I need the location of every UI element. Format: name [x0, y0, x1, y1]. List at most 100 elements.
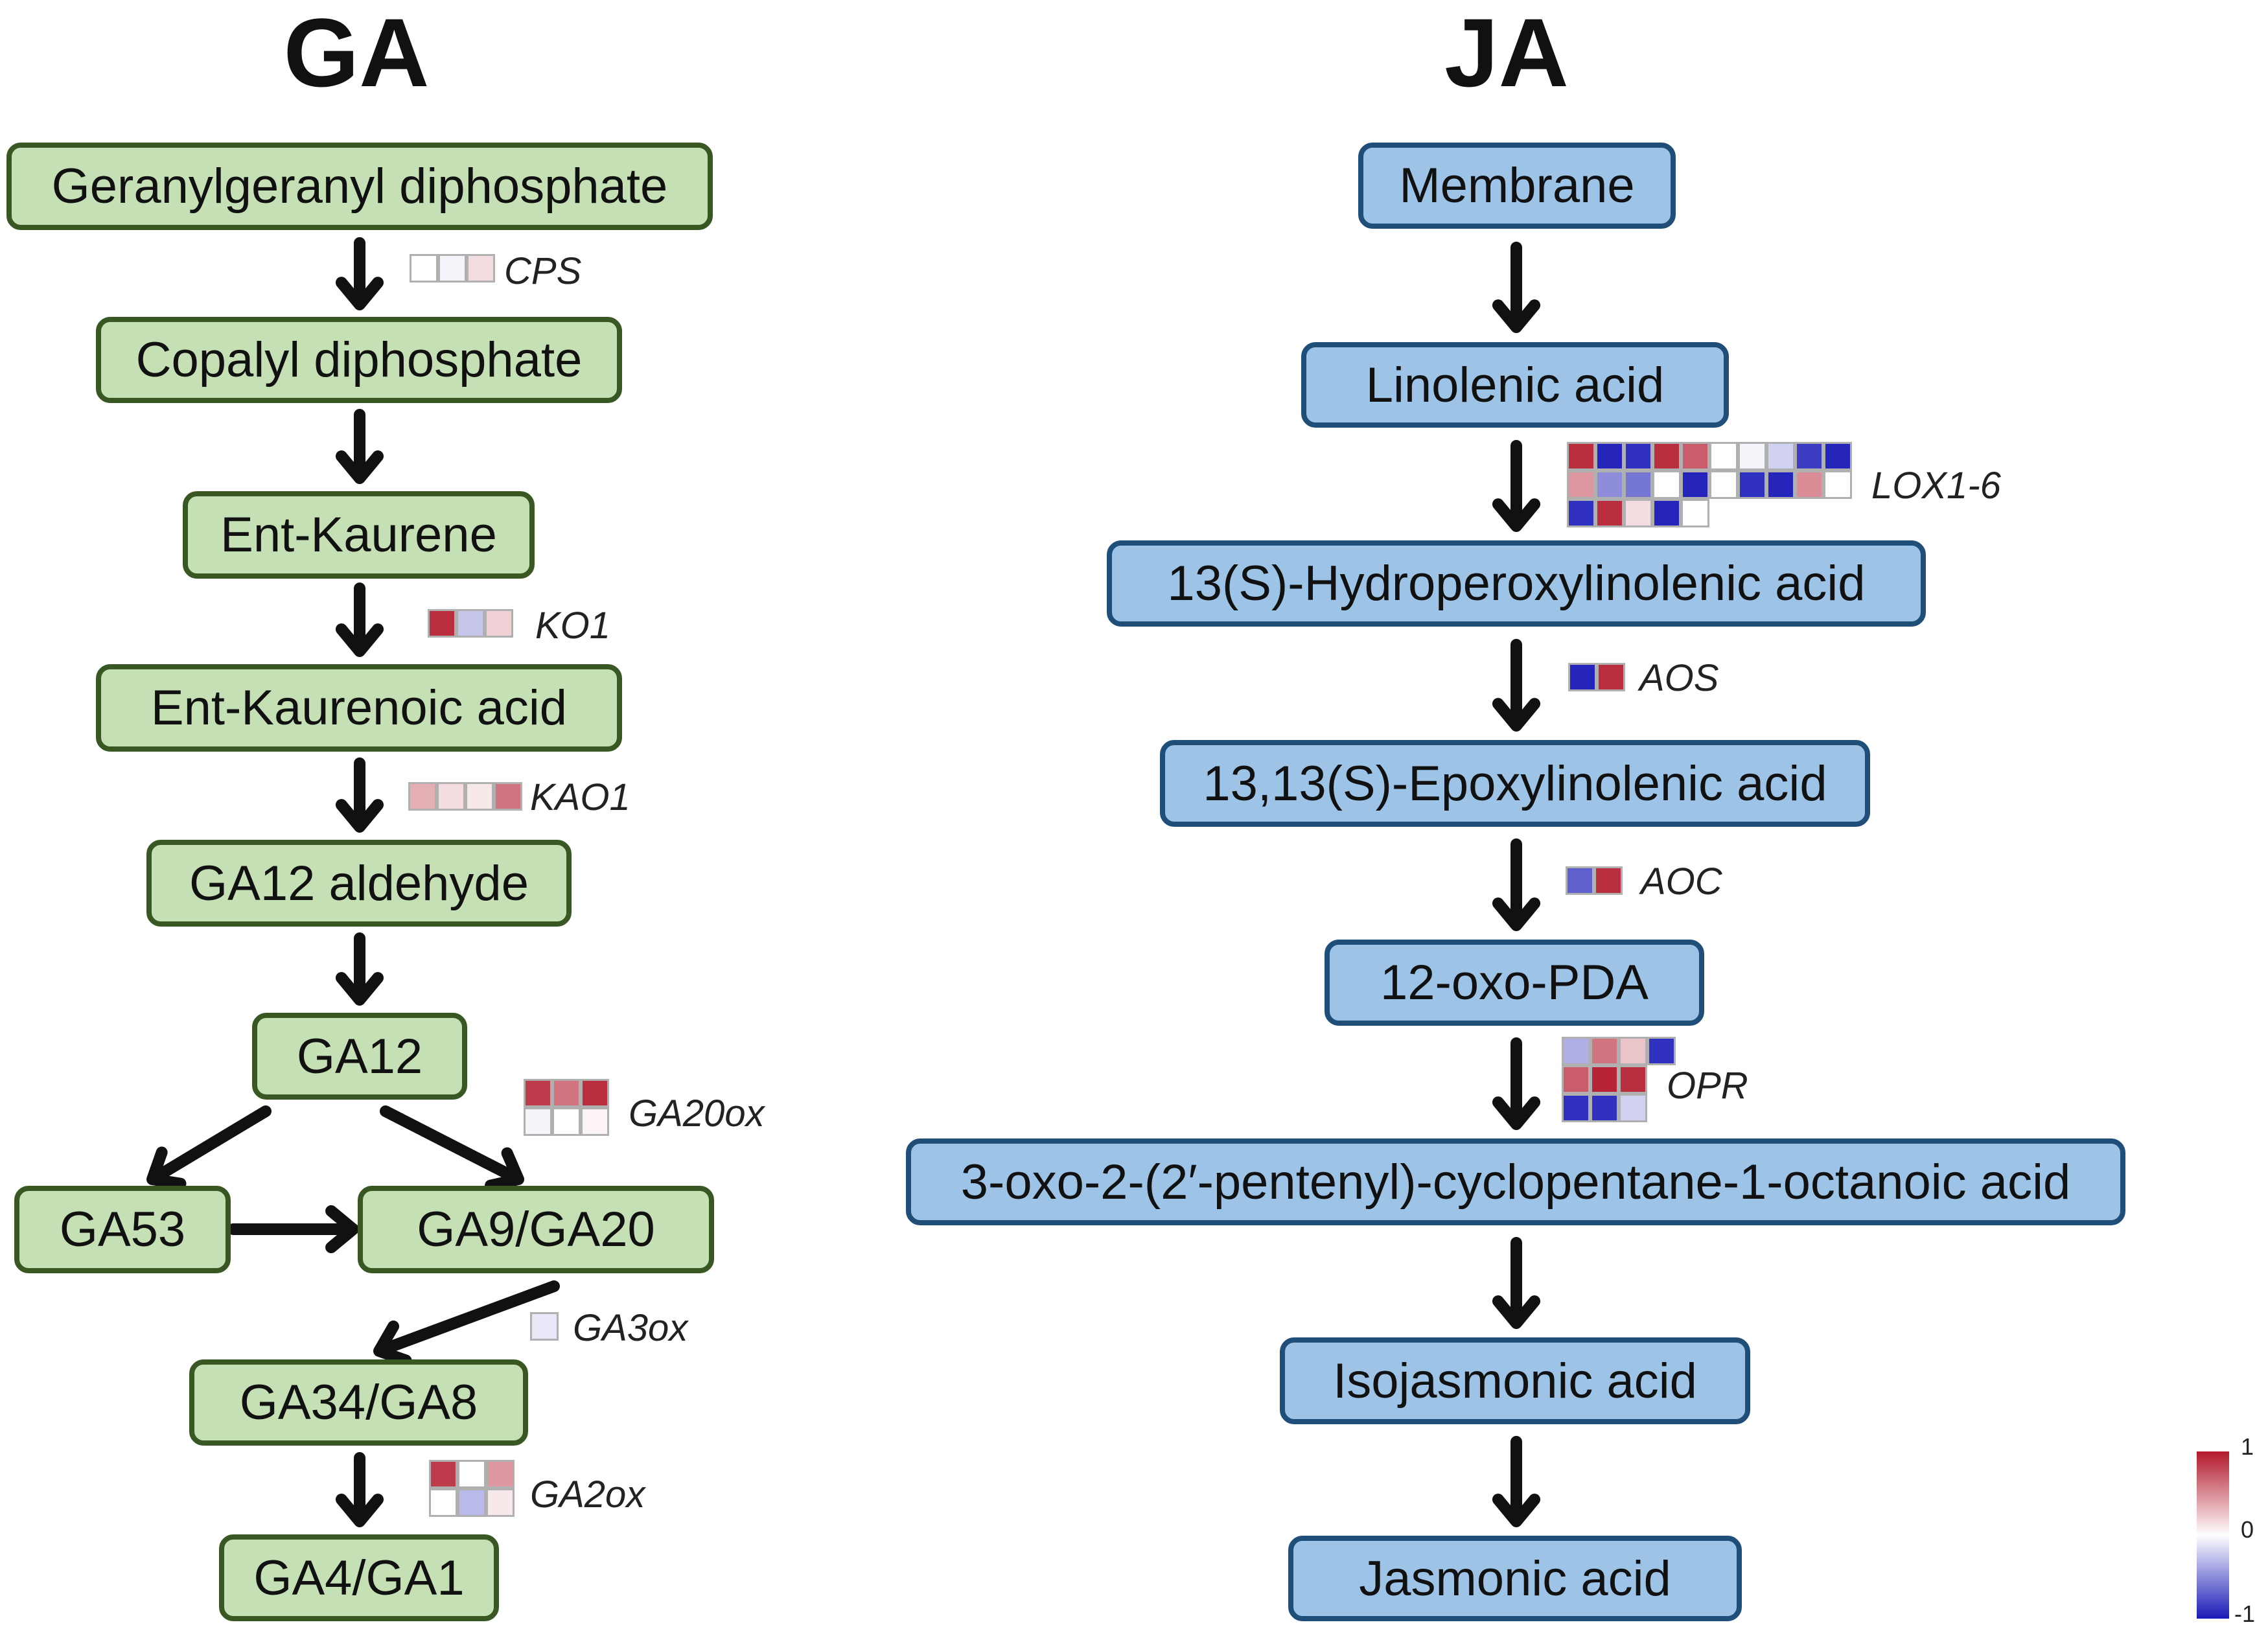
- color-scale-mid-label: 0: [2241, 1516, 2254, 1543]
- ko1-heatmap-cell: [485, 609, 513, 638]
- gene-label-ga3ox: GA3ox: [573, 1307, 688, 1349]
- ja-arrow-5: [1492, 1037, 1541, 1130]
- ga-arrow-5: [335, 932, 384, 1006]
- opr-heatmap-cell: [1590, 1037, 1619, 1065]
- lox-heatmap-cell: [1738, 442, 1766, 470]
- ga-node-ga34-ga8: GA34/GA8: [189, 1359, 528, 1446]
- gene-label-opr: OPR: [1667, 1065, 1748, 1107]
- ja-node-membrane: Membrane: [1358, 143, 1676, 229]
- ja-arrow-4: [1492, 838, 1541, 931]
- ja-arrow-6: [1492, 1237, 1541, 1329]
- ja-arrow-3: [1492, 639, 1541, 732]
- ga-node-ga12: GA12: [252, 1013, 467, 1100]
- opr-heatmap-cell: [1619, 1037, 1647, 1065]
- lox-heatmap-cell: [1595, 470, 1624, 499]
- ga-arrow-8: [227, 1205, 359, 1254]
- lox-heatmap-cell: [1766, 470, 1795, 499]
- gene-label-aoc: AOC: [1641, 861, 1722, 903]
- ga20ox-heatmap-cell: [524, 1079, 552, 1107]
- gene-label-ga2ox: GA2ox: [530, 1473, 645, 1516]
- gene-label-ko1: KO1: [535, 605, 611, 647]
- ga-arrow-9: [373, 1280, 560, 1367]
- ga2ox-heatmap-cell: [457, 1460, 486, 1488]
- ga-arrow-6: [146, 1105, 272, 1190]
- ga2ox-heatmap-cell: [457, 1488, 486, 1517]
- gene-label-cps: CPS: [504, 250, 582, 292]
- lox-heatmap-cell: [1595, 442, 1624, 470]
- lox-heatmap-cell: [1567, 442, 1595, 470]
- ga-arrow-10: [335, 1452, 384, 1527]
- lox-heatmap-cell: [1624, 470, 1652, 499]
- color-scale-min-label: -1: [2234, 1600, 2256, 1627]
- lox-heatmap-cell: [1795, 442, 1823, 470]
- ja-arrow-1: [1492, 242, 1541, 333]
- lox-heatmap-cell: [1624, 442, 1652, 470]
- ja-node-jasmonic-acid: Jasmonic acid: [1288, 1536, 1742, 1621]
- ja-node-isojasmonic-acid: Isojasmonic acid: [1280, 1337, 1750, 1424]
- lox-heatmap-cell: [1652, 470, 1681, 499]
- lox-heatmap-cell: [1567, 499, 1595, 527]
- ja-arrow-2: [1492, 440, 1541, 532]
- gene-label-aos: AOS: [1639, 657, 1719, 699]
- ga20ox-heatmap-cell: [552, 1079, 581, 1107]
- ga20ox-heatmap-cell: [581, 1079, 609, 1107]
- kao1-heatmap-cell: [494, 782, 522, 811]
- ga-arrow-7: [380, 1105, 524, 1192]
- cps-heatmap-cell: [467, 254, 495, 283]
- cps-heatmap-cell: [438, 254, 467, 283]
- ga-node-ent-kaurene: Ent-Kaurene: [183, 491, 535, 579]
- ga20ox-heatmap-cell: [581, 1107, 609, 1136]
- lox-heatmap-cell: [1595, 499, 1624, 527]
- kao1-heatmap-cell: [408, 782, 437, 811]
- lox-heatmap-cell: [1738, 470, 1766, 499]
- lox-heatmap-cell: [1823, 470, 1852, 499]
- lox-heatmap-cell: [1681, 499, 1709, 527]
- color-scale-bar: [2197, 1451, 2229, 1619]
- ga2ox-heatmap-cell: [429, 1460, 457, 1488]
- ga2ox-heatmap-cell: [486, 1460, 515, 1488]
- ga2ox-heatmap-cell: [429, 1488, 457, 1517]
- opr-heatmap-cell: [1619, 1065, 1647, 1094]
- opr-heatmap-cell: [1647, 1037, 1676, 1065]
- ga20ox-heatmap-cell: [524, 1107, 552, 1136]
- ga-title: GA: [283, 0, 430, 107]
- ga-node-ga12-aldehyde: GA12 aldehyde: [146, 840, 572, 927]
- color-scale-max-label: 1: [2241, 1433, 2254, 1460]
- opr-heatmap-cell: [1619, 1094, 1647, 1122]
- ja-arrow-7: [1492, 1436, 1541, 1527]
- ga-node-copalyl-diphosphate: Copalyl diphosphate: [96, 317, 622, 403]
- ga-node-ent-kaurenoic-acid: Ent-Kaurenoic acid: [96, 664, 622, 752]
- aos-heatmap-cell: [1597, 663, 1625, 691]
- opr-heatmap-cell: [1590, 1094, 1619, 1122]
- lox-heatmap-cell: [1681, 470, 1709, 499]
- aoc-heatmap-cell: [1594, 866, 1623, 895]
- gene-label-kao1: KAO1: [530, 776, 631, 818]
- ja-node-13s-hydroperoxylinolenic-acid: 13(S)-Hydroperoxylinolenic acid: [1107, 540, 1926, 627]
- ga2ox-heatmap-cell: [486, 1488, 515, 1517]
- kao1-heatmap-cell: [465, 782, 494, 811]
- ga-node-ga53: GA53: [14, 1186, 231, 1273]
- lox-heatmap-cell: [1766, 442, 1795, 470]
- lox-heatmap-cell: [1681, 442, 1709, 470]
- kao1-heatmap-cell: [437, 782, 465, 811]
- ga-node-geranylgeranyl-diphosphate: Geranylgeranyl diphosphate: [6, 143, 713, 230]
- lox-heatmap-cell: [1652, 499, 1681, 527]
- ja-node-linolenic-acid: Linolenic acid: [1301, 342, 1729, 428]
- lox-heatmap-cell: [1567, 470, 1595, 499]
- ja-node-opc8: 3-oxo-2-(2′-pentenyl)-cyclopentane-1-oct…: [906, 1138, 2125, 1225]
- lox-heatmap-cell: [1795, 470, 1823, 499]
- aos-heatmap-cell: [1568, 663, 1597, 691]
- opr-heatmap-cell: [1590, 1065, 1619, 1094]
- ga-arrow-1: [335, 237, 384, 310]
- opr-heatmap-cell: [1562, 1065, 1590, 1094]
- ga-arrow-3: [335, 583, 384, 657]
- lox-heatmap-cell: [1709, 470, 1738, 499]
- opr-heatmap-cell: [1562, 1037, 1590, 1065]
- ga-arrow-4: [335, 757, 384, 833]
- ja-node-12-oxo-pda: 12-oxo-PDA: [1325, 940, 1704, 1026]
- ga20ox-heatmap-cell: [552, 1107, 581, 1136]
- lox-heatmap-cell: [1624, 499, 1652, 527]
- cps-heatmap-cell: [410, 254, 438, 283]
